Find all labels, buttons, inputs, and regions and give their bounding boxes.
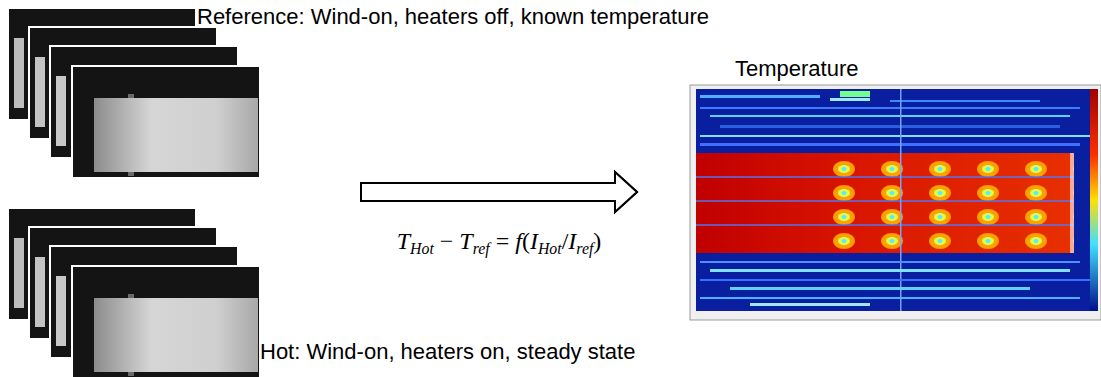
formula-part: T [397,228,410,254]
formula-part: ( [522,228,530,254]
formula-part: Hot [410,240,434,257]
formula-part: Hot [538,240,562,257]
image-heading: Temperature [735,56,859,82]
reference-image-stack [8,8,260,178]
temperature-map [690,85,1101,320]
process-arrow [361,172,637,212]
formula-part: ) [593,228,601,254]
reference-image-stack: Reference: Wind-on, heaters off, known t… [8,8,260,178]
formula-part: f [515,228,522,254]
temperature-map: Temperature [690,85,1101,320]
process-arrow [361,172,637,212]
hot-image-stack: Hot: Wind-on, heaters on, steady state [8,208,260,377]
formula-part: I [568,228,576,254]
formula-part: T [459,228,472,254]
image-heading: Hot: Wind-on, heaters on, steady state [260,339,635,365]
formula-part: / [562,228,569,254]
formula-part: = [490,228,516,254]
image-heading: Reference: Wind-on, heaters off, known t… [197,4,709,30]
formula-part: − [434,228,460,254]
formula-part: ref [576,240,593,257]
formula-part: I [530,228,538,254]
hot-image-stack [8,208,260,377]
formula-label: THot − Tref = f(IHot/Iref) [394,226,605,264]
formula-part: ref [473,240,490,257]
